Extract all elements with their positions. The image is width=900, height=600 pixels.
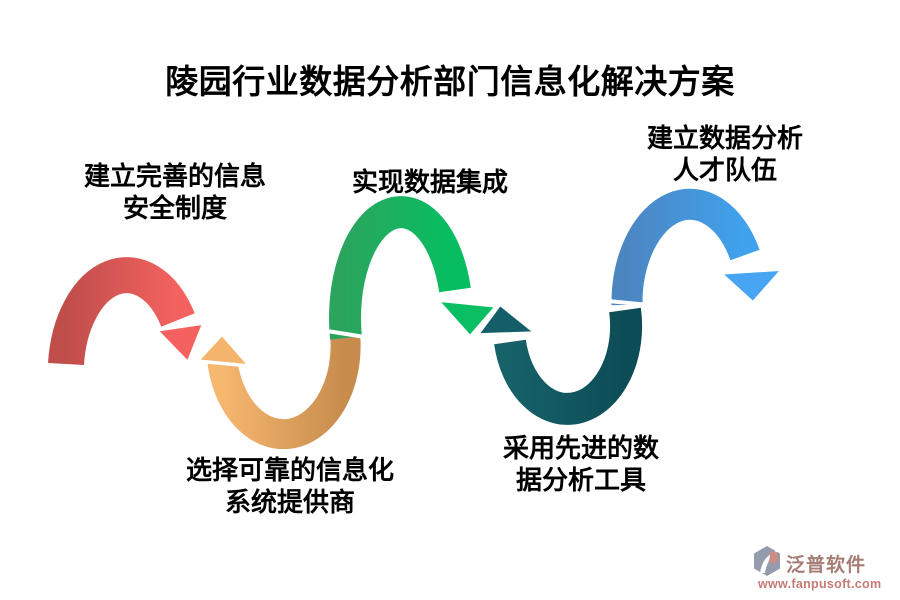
step-label-line: 人才队伍: [672, 154, 777, 185]
step-label-analysis-tools: 采用先进的数 据分析工具: [476, 433, 686, 496]
watermark-brand-name: 泛普软件: [786, 555, 867, 576]
page-title: 陵园行业数据分析部门信息化解决方案: [165, 63, 735, 100]
arrow-head-2: [195, 332, 252, 368]
arrow-head-3: [435, 298, 499, 339]
arrow-head-1: [154, 321, 206, 365]
step-label-line: 据分析工具: [515, 464, 646, 495]
arrow-head-4: [475, 302, 538, 337]
watermark-url: www.fanpusoft.com: [758, 577, 882, 591]
fanpu-logo-icon: [754, 546, 780, 576]
step-label-line: 实现数据集成: [351, 167, 508, 197]
junction-line-teal-blue: [607, 299, 650, 307]
step-label-reliable-vendor: 选择可靠的信息化 系统提供商: [166, 455, 414, 518]
step-label-talent-team: 建立数据分析 人才队伍: [620, 123, 830, 186]
step-label-data-integration: 实现数据集成: [328, 167, 532, 199]
step-label-line: 选择可靠的信息化: [185, 455, 394, 485]
arrow-arc-5-blue: [611, 188, 760, 306]
arrow-arc-2-orange: [207, 331, 361, 450]
step-label-line: 安全制度: [122, 192, 227, 223]
step-label-line: 采用先进的数: [502, 433, 659, 463]
arrow-arc-1-red: [48, 257, 195, 366]
logo-swoosh: [760, 550, 779, 573]
step-label-line: 建立数据分析: [646, 123, 803, 153]
arrow-arc-4-teal: [494, 307, 643, 425]
step-label-information-security: 建立完善的信息 安全制度: [52, 161, 298, 224]
arrow-head-5: [718, 267, 785, 305]
logo-petal: [768, 551, 779, 564]
step-label-line: 建立完善的信息: [83, 161, 266, 191]
junction-line-orange-green: [326, 329, 366, 339]
arrow-arc-3-green: [329, 196, 471, 340]
step-label-line: 系统提供商: [224, 486, 355, 517]
vendor-watermark: 泛普软件 www.fanpusoft.com: [752, 545, 894, 593]
